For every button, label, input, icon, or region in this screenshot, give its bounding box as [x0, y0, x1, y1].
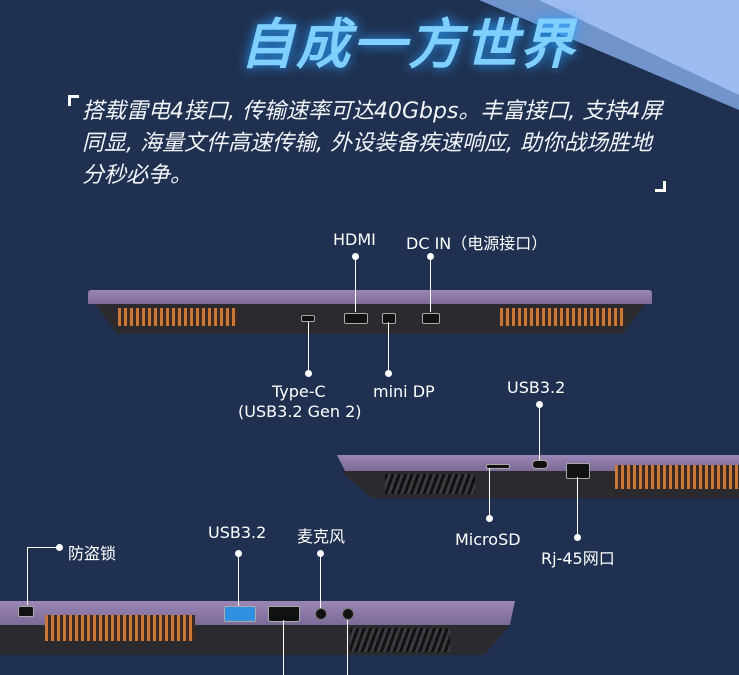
label-hdmi: HDMI: [333, 230, 376, 249]
callout-dot: [574, 534, 581, 541]
laptop-lid: [88, 290, 652, 304]
quote-bracket-open: [68, 95, 79, 106]
callout-line: [355, 256, 356, 312]
corner-decoration-light: [539, 0, 739, 95]
quote-bracket-close: [655, 181, 666, 192]
usb-c-port-right: [532, 460, 548, 469]
vent-left: [118, 308, 238, 326]
label-usb32-left: USB3.2: [208, 523, 267, 542]
label-type-c-spec: (USB3.2 Gen 2): [238, 402, 362, 421]
hdmi-port: [344, 313, 368, 324]
callout-line: [388, 322, 389, 372]
mini-dp-port: [382, 313, 396, 324]
callout-dot: [305, 370, 312, 377]
label-rj45: Rj-45网口: [541, 549, 615, 568]
audio-jack: [342, 608, 354, 620]
vent: [615, 465, 739, 489]
vent-right: [500, 308, 625, 326]
side-grill: [385, 474, 475, 494]
callout-dot: [486, 515, 493, 522]
label-type-c: Type-C: [272, 382, 326, 401]
callout-dot: [385, 370, 392, 377]
label-dc-in: DC IN（电源接口）: [406, 234, 548, 253]
lock-slot: [18, 606, 34, 617]
callout-line: [577, 477, 578, 537]
callout-line: [539, 404, 540, 460]
usb-a-port-blue: [224, 606, 256, 622]
callout-line: [238, 553, 239, 606]
callout-line: [489, 468, 490, 518]
callout-line: [347, 620, 348, 675]
label-lock: 防盗锁: [68, 544, 117, 563]
vent: [45, 615, 195, 641]
callout-line: [430, 256, 431, 312]
callout-line: [27, 547, 59, 548]
callout-line: [27, 547, 28, 605]
callout-line: [308, 322, 309, 372]
type-c-port: [301, 315, 315, 322]
microsd-slot: [486, 464, 510, 469]
label-mini-dp: mini DP: [373, 382, 435, 401]
side-grill: [350, 628, 450, 652]
headline: 自成一方世界: [240, 13, 576, 76]
dc-in-port: [422, 313, 440, 324]
label-mic: 麦克风: [297, 527, 346, 546]
description-text: 搭载雷电4接口, 传输速率可达40Gbps。丰富接口, 支持4屏同显, 海量文件…: [82, 99, 663, 188]
callout-line: [283, 620, 284, 675]
label-microsd: MicroSD: [455, 530, 521, 549]
mic-jack: [315, 608, 327, 620]
usb-a-port: [268, 606, 300, 622]
label-usb32-right: USB3.2: [507, 378, 566, 397]
rj45-port: [566, 463, 590, 479]
callout-line: [320, 553, 321, 608]
callout-dot: [56, 544, 63, 551]
